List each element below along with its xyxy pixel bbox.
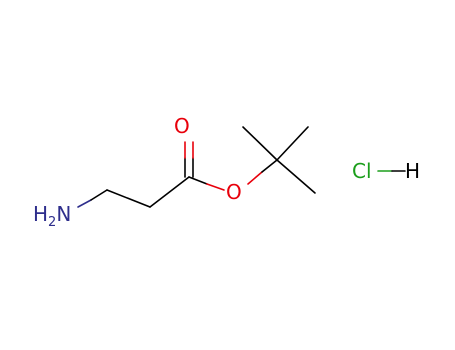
hydrogen-label: H xyxy=(405,159,420,183)
bonds xyxy=(77,126,406,208)
bond-oester-ctbu-o xyxy=(247,171,263,185)
bond-ctbu-me3 xyxy=(276,159,316,194)
bond-ctbu-me2 xyxy=(276,126,309,161)
amine-label: H2N xyxy=(33,202,71,230)
bond-c3-oester-o xyxy=(206,183,225,191)
bond-ctbu-me1 xyxy=(242,126,278,161)
bond-c1-c2 xyxy=(106,189,151,208)
bond-n-c1-c-half xyxy=(90,189,108,201)
bond-c3-oester-c xyxy=(188,176,208,185)
ester-oxygen-label: O xyxy=(226,180,242,204)
chlorine-label: Cl xyxy=(352,159,372,183)
bond-oester-ctbu-c xyxy=(261,159,278,173)
atom-labels: H2N O O Cl H xyxy=(33,114,420,230)
bond-c2-c3 xyxy=(149,176,190,208)
carbonyl-oxygen-label: O xyxy=(174,114,190,138)
bond-n-c1-n-half xyxy=(77,199,92,208)
